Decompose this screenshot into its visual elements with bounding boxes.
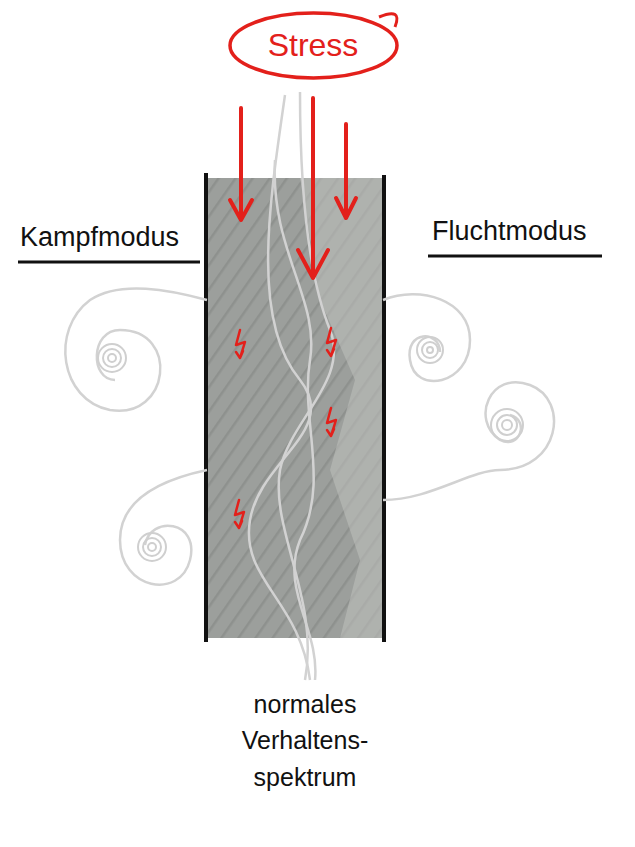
spiral (491, 409, 523, 441)
stress-arrow (336, 124, 356, 218)
band-border-right (382, 175, 386, 642)
flight-loop (383, 382, 554, 500)
spiral (143, 538, 161, 556)
spiral (108, 354, 116, 362)
fight-loop (65, 288, 207, 410)
mode-label: Fluchtmodus (432, 216, 587, 247)
lightning (236, 330, 245, 358)
stress-arrow (298, 98, 328, 278)
behaviour-line (275, 160, 316, 680)
spiral (427, 347, 433, 353)
stress-arrows (230, 98, 356, 278)
label-underline (428, 255, 602, 258)
stress-ellipse: Stress (228, 11, 399, 80)
lightning (327, 408, 336, 436)
spiral (417, 337, 443, 363)
flight-loop (383, 294, 470, 381)
behaviour-line (279, 92, 334, 680)
band-border-left (204, 173, 208, 642)
lightning (235, 500, 244, 528)
label-underline (18, 261, 200, 264)
spiral (422, 342, 438, 358)
spiral (148, 543, 156, 551)
ellipse-border (230, 13, 397, 78)
lightning-marks (235, 328, 336, 528)
spiral (502, 420, 512, 430)
spiral (98, 344, 126, 372)
spectrum-label: normales Verhaltens- spektrum (242, 686, 368, 795)
lightning (327, 328, 336, 356)
fight-loop (120, 470, 207, 585)
ellipse-stroke-end (379, 13, 397, 26)
spiral (497, 415, 517, 435)
node-title: Stress (268, 27, 359, 64)
behaviour-lines (65, 92, 554, 680)
spiral (103, 349, 121, 367)
stress-arrow (230, 108, 252, 220)
spiral (138, 533, 166, 561)
spirals (98, 337, 523, 561)
mode-label: Kampfmodus (20, 222, 179, 253)
